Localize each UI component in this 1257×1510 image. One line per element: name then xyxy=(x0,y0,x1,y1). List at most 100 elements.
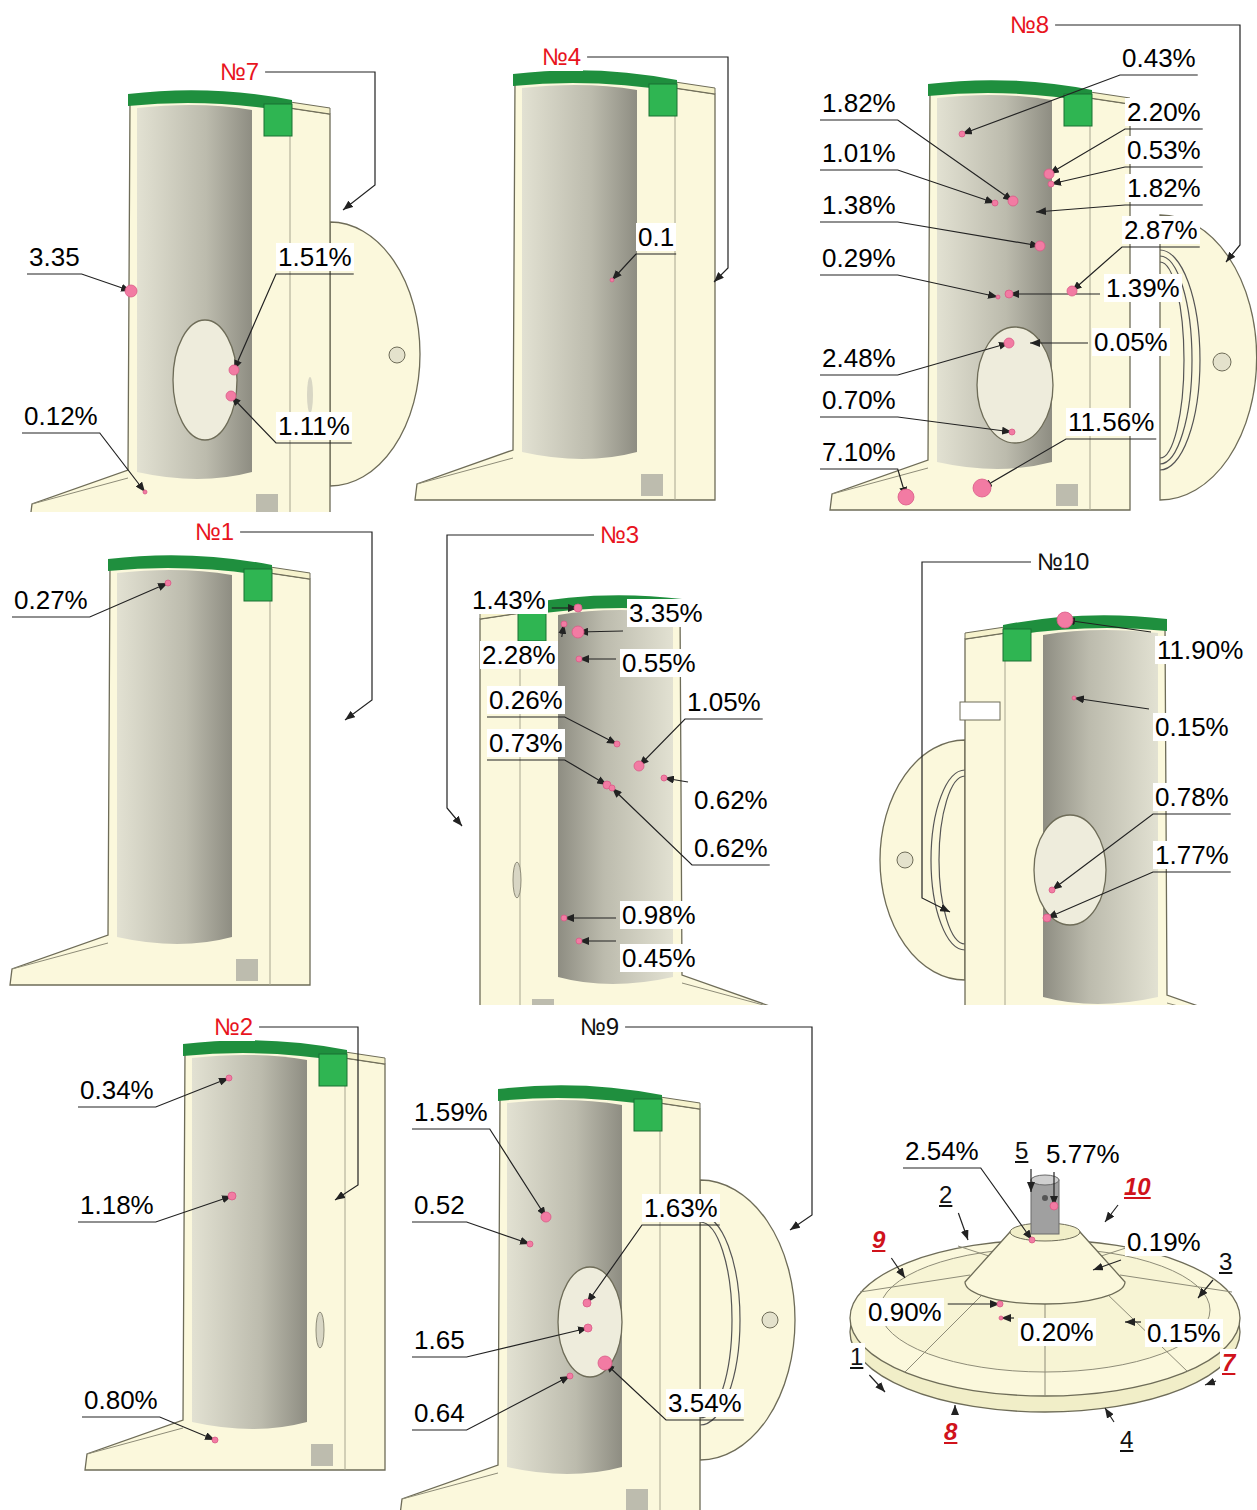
leader-line xyxy=(820,275,998,297)
leader-line xyxy=(1105,1408,1114,1422)
value-label: 1.05% xyxy=(685,688,763,716)
disk-groove xyxy=(931,770,965,950)
leader-line xyxy=(1009,293,1100,294)
value-label: 1.82% xyxy=(820,89,898,117)
panel-number: №3 xyxy=(598,521,641,549)
value-label: 11.56% xyxy=(1066,408,1156,436)
leader-line xyxy=(587,1225,720,1303)
measure-point xyxy=(574,604,582,612)
value-label: 0.64 xyxy=(412,1399,467,1427)
notch xyxy=(960,702,1000,720)
leader-line xyxy=(903,1168,1032,1240)
value-label: 2.54% xyxy=(903,1137,981,1165)
part-number: 1 xyxy=(848,1343,865,1371)
leader-line xyxy=(605,1363,744,1420)
leader-line xyxy=(820,222,1040,246)
panel-number: №8 xyxy=(1008,11,1051,39)
disk-hole xyxy=(1213,353,1231,371)
blade xyxy=(965,615,1257,1005)
measure-point xyxy=(997,1301,1003,1307)
measure-point xyxy=(583,1299,591,1307)
disk xyxy=(1160,215,1257,500)
value-label: 0.90% xyxy=(866,1298,944,1326)
measure-point xyxy=(1067,286,1077,296)
value-label: 11.90% xyxy=(1155,636,1245,664)
value-label: 1.39% xyxy=(1104,274,1182,302)
leader-line xyxy=(1105,1205,1118,1222)
leader-line xyxy=(259,1027,358,1200)
measure-point xyxy=(125,285,137,297)
pin-hole xyxy=(1042,1195,1048,1201)
leader-line xyxy=(664,778,688,782)
leader-line xyxy=(231,396,352,443)
leader-line xyxy=(265,72,375,210)
leader-line xyxy=(12,583,168,617)
value-label: 0.43% xyxy=(1120,44,1198,72)
value-label: 0.1 xyxy=(636,223,676,251)
panel-7 xyxy=(30,90,420,512)
part-number: 5 xyxy=(1013,1137,1030,1165)
panel-1 xyxy=(10,555,310,985)
measure-point xyxy=(143,490,147,494)
blade-hole xyxy=(977,327,1053,443)
panel-9 xyxy=(400,1085,795,1510)
leader-line xyxy=(612,254,676,280)
value-label: 0.53% xyxy=(1125,136,1203,164)
value-label: 2.48% xyxy=(820,344,898,372)
slot xyxy=(307,377,313,413)
value-label: 1.65 xyxy=(412,1326,467,1354)
measure-point xyxy=(992,200,998,206)
measure-point xyxy=(1008,196,1018,206)
slot xyxy=(316,1312,324,1348)
measure-point xyxy=(609,785,615,791)
slot xyxy=(513,862,521,898)
value-label: 0.55% xyxy=(620,649,698,677)
part-number: 2 xyxy=(937,1181,954,1209)
measure-point xyxy=(226,1075,232,1081)
measure-point xyxy=(229,365,239,375)
leader-line xyxy=(22,433,145,492)
leader-line xyxy=(891,1258,905,1278)
value-label: 0.05% xyxy=(1092,328,1170,356)
leader-line xyxy=(1055,25,1240,262)
value-label: 2.87% xyxy=(1122,216,1200,244)
disk-hole xyxy=(897,852,913,868)
disk-groove xyxy=(939,776,965,944)
measure-point xyxy=(1004,338,1014,348)
value-label: 7.10% xyxy=(820,438,898,466)
value-label: 3.35% xyxy=(627,599,705,627)
value-label: 0.98% xyxy=(620,901,698,929)
measure-point xyxy=(561,915,567,921)
leader-line xyxy=(587,57,728,282)
blade-hole xyxy=(173,320,237,440)
value-label: 0.62% xyxy=(692,834,770,862)
leader-line xyxy=(1030,1169,1031,1192)
measure-points xyxy=(125,131,1077,1443)
measure-point xyxy=(541,1212,551,1222)
value-label: 0.62% xyxy=(692,786,770,814)
value-label: 0.78% xyxy=(1153,783,1231,811)
measure-point xyxy=(527,1241,533,1247)
measure-point xyxy=(996,295,1000,299)
value-label: 0.15% xyxy=(1145,1319,1223,1347)
measure-point xyxy=(1057,612,1073,628)
leader-lines xyxy=(12,25,1240,1440)
value-label: 1.77% xyxy=(1153,841,1231,869)
measure-point xyxy=(1049,887,1055,893)
panel-3 xyxy=(480,595,780,1005)
leader-line xyxy=(1198,1280,1213,1298)
measure-point xyxy=(1050,1202,1058,1210)
panel-number: №10 xyxy=(1035,548,1091,576)
measure-point xyxy=(1043,914,1051,922)
leader-line xyxy=(487,760,607,785)
value-label: 0.26% xyxy=(487,686,565,714)
leader-line xyxy=(234,274,354,370)
value-label: 0.15% xyxy=(1153,713,1231,741)
value-label: 1.63% xyxy=(642,1194,720,1222)
blade xyxy=(30,90,330,512)
leader-line xyxy=(412,1222,530,1244)
panel-10 xyxy=(880,615,1257,1005)
leader-line xyxy=(1065,620,1151,632)
